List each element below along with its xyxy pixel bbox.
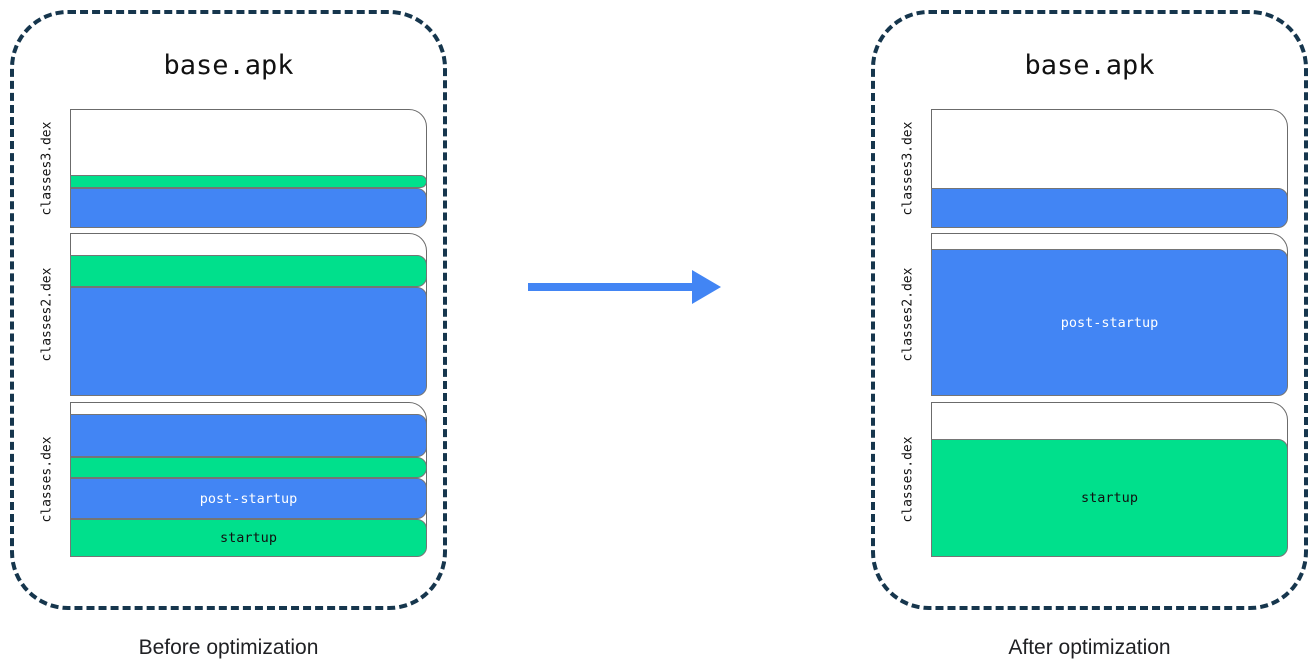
apk-panel-before: base.apk classes3.dex classes2.dex	[10, 10, 447, 610]
segment-startup-classes2-before	[70, 255, 427, 287]
apk-title-after: base.apk	[1024, 50, 1155, 81]
segment-stack-classes-after: startup	[931, 439, 1288, 557]
segment-stack-classes-before: post-startup startup	[70, 414, 427, 557]
dex-group-classes-after: classes.dex startup	[901, 402, 1288, 557]
dex-group-classes2-before: classes2.dex	[40, 233, 427, 396]
dex-group-classes-before: classes.dex post-startup startup	[40, 402, 427, 557]
dex-label-classes2-before: classes2.dex	[36, 233, 58, 396]
segment-post-startup-classes2-after: post-startup	[931, 249, 1288, 396]
arrow-icon	[528, 270, 721, 304]
segment-startup-classes-before: startup	[70, 519, 427, 557]
segment-label: startup	[1081, 490, 1138, 506]
dex-label-classes3-before-text: classes3.dex	[39, 121, 55, 216]
segment-stack-classes2-before	[70, 255, 427, 396]
segment-label: startup	[220, 530, 277, 546]
segment-post-startup-classes-before: post-startup	[70, 478, 427, 519]
optimization-arrow	[524, 266, 724, 308]
dex-label-classes3-before: classes3.dex	[36, 109, 58, 228]
caption-before-optimization: Before optimization	[138, 636, 319, 659]
segment-label: post-startup	[1060, 314, 1159, 331]
dex-label-classes3-after-text: classes3.dex	[900, 121, 916, 216]
dex-group-classes2-after: classes2.dex post-startup	[901, 233, 1288, 396]
dex-label-classes2-before-text: classes2.dex	[39, 267, 55, 362]
segment-stack-classes2-after: post-startup	[931, 249, 1288, 396]
segment-post-startup-classes3-before	[70, 188, 427, 228]
dex-label-classes2-after-text: classes2.dex	[900, 267, 916, 362]
segment-startup-upper-classes-before	[70, 457, 427, 478]
segment-stack-classes3-before	[70, 175, 427, 228]
segment-post-startup-classes3-after	[931, 188, 1288, 228]
apk-title-before: base.apk	[163, 50, 294, 81]
segment-stack-classes3-after	[931, 188, 1288, 228]
dex-label-classes-before-text: classes.dex	[39, 436, 55, 523]
dex-label-classes-after-text: classes.dex	[900, 436, 916, 523]
dex-label-classes3-after: classes3.dex	[897, 109, 919, 228]
dex-group-classes3-before: classes3.dex	[40, 109, 427, 228]
dex-label-classes-after: classes.dex	[897, 402, 919, 557]
caption-after-optimization: After optimization	[1008, 636, 1171, 659]
segment-startup-classes-after: startup	[931, 439, 1288, 557]
segment-startup-classes3-before	[70, 175, 427, 188]
dex-group-classes3-after: classes3.dex	[901, 109, 1288, 228]
segment-label: post-startup	[199, 490, 298, 507]
segment-post-startup-classes2-before	[70, 287, 427, 396]
segment-post-startup-upper-classes-before	[70, 414, 427, 457]
dex-label-classes2-after: classes2.dex	[897, 233, 919, 396]
apk-panel-after: base.apk classes3.dex classes2.dex post-…	[871, 10, 1308, 610]
dex-label-classes-before: classes.dex	[36, 402, 58, 557]
